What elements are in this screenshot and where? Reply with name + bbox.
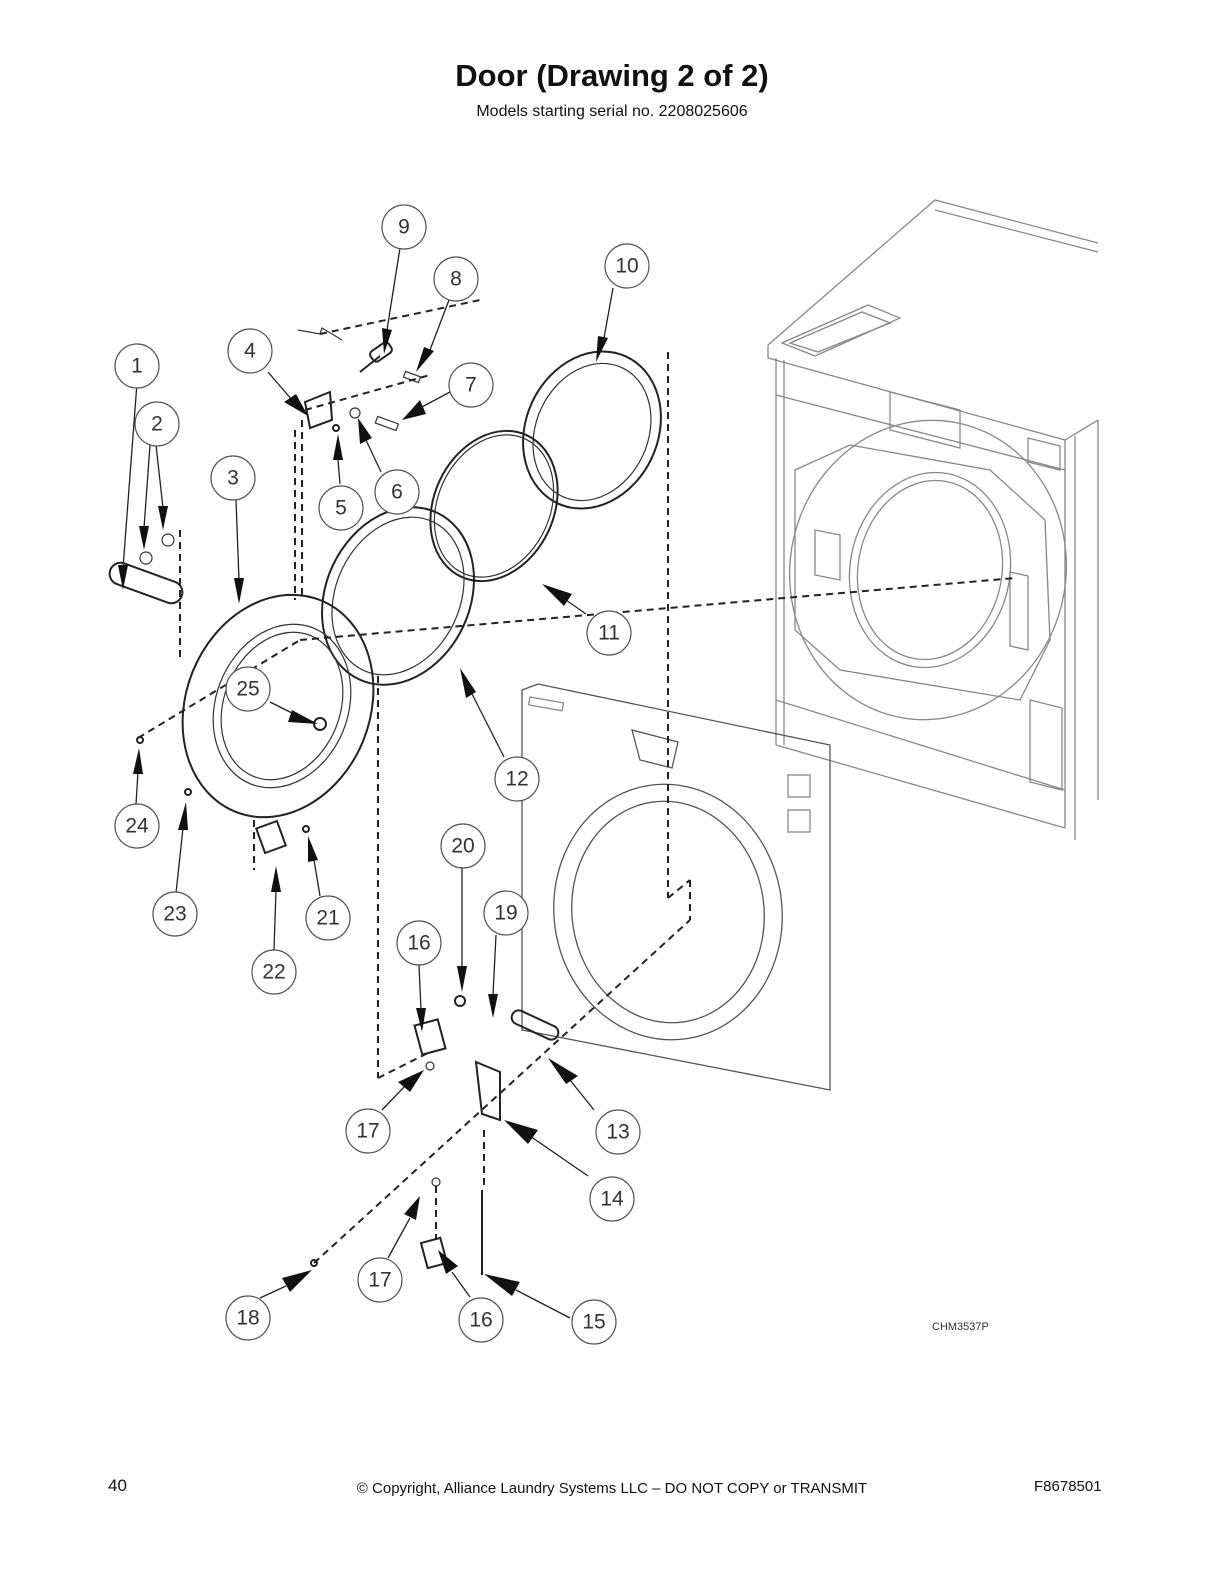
svg-text:5: 5 xyxy=(335,497,347,520)
drawing-id: CHM3537P xyxy=(932,1321,989,1333)
callout-22: 22 xyxy=(251,949,297,995)
svg-text:16: 16 xyxy=(469,1309,492,1332)
svg-text:10: 10 xyxy=(615,255,638,278)
callout-25: 25 xyxy=(225,666,271,712)
callout-14: 14 xyxy=(589,1176,635,1222)
svg-text:24: 24 xyxy=(125,815,149,838)
callout-16-lower: 16 xyxy=(458,1297,504,1343)
svg-text:2: 2 xyxy=(151,413,163,436)
callout-2: 2 xyxy=(134,401,180,447)
callout-19: 19 xyxy=(483,890,529,936)
callout-10: 10 xyxy=(604,243,650,289)
svg-text:4: 4 xyxy=(244,340,256,363)
callout-9: 9 xyxy=(381,204,427,250)
svg-text:1: 1 xyxy=(131,355,143,378)
svg-text:11: 11 xyxy=(598,622,620,645)
callout-4: 4 xyxy=(227,328,273,374)
callout-13: 13 xyxy=(595,1109,641,1155)
svg-text:3: 3 xyxy=(227,467,239,490)
callout-17-lower: 17 xyxy=(357,1257,403,1303)
svg-text:17: 17 xyxy=(368,1269,391,1292)
callout-5: 5 xyxy=(318,485,364,531)
small-parts xyxy=(108,327,560,1275)
svg-text:21: 21 xyxy=(316,907,339,930)
assembly-lines xyxy=(137,299,1016,1264)
svg-text:18: 18 xyxy=(236,1307,259,1330)
svg-text:22: 22 xyxy=(262,961,285,984)
callout-3: 3 xyxy=(210,455,256,501)
callouts: 1 2 3 4 5 6 7 8 9 10 11 12 13 14 15 16 1… xyxy=(114,204,650,1345)
document-number: F8678501 xyxy=(1034,1478,1102,1495)
svg-text:17: 17 xyxy=(356,1120,379,1143)
callout-11: 11 xyxy=(586,610,632,656)
page-number: 40 xyxy=(108,1476,127,1495)
callout-8: 8 xyxy=(433,256,479,302)
callout-20: 20 xyxy=(440,823,486,869)
copyright-notice: © Copyright, Alliance Laundry Systems LL… xyxy=(356,1480,868,1497)
callout-6: 6 xyxy=(374,469,420,515)
svg-text:25: 25 xyxy=(236,678,259,701)
svg-text:9: 9 xyxy=(398,216,410,239)
svg-text:6: 6 xyxy=(391,481,403,504)
svg-text:8: 8 xyxy=(450,268,462,291)
svg-text:13: 13 xyxy=(606,1121,629,1144)
callout-21: 21 xyxy=(305,895,351,941)
callout-leaders xyxy=(118,247,614,1319)
svg-text:7: 7 xyxy=(465,374,477,397)
svg-text:19: 19 xyxy=(494,902,517,925)
page-title: Door (Drawing 2 of 2) xyxy=(455,58,769,93)
svg-text:12: 12 xyxy=(505,768,528,791)
callout-24: 24 xyxy=(114,803,160,849)
svg-text:14: 14 xyxy=(600,1188,624,1211)
svg-text:23: 23 xyxy=(163,903,186,926)
washer-machine-illustration xyxy=(767,199,1099,840)
svg-text:15: 15 xyxy=(582,1311,605,1334)
front-panel xyxy=(521,683,831,1091)
callout-15: 15 xyxy=(571,1299,617,1345)
callout-18: 18 xyxy=(225,1295,271,1341)
callout-17-upper: 17 xyxy=(345,1108,391,1154)
callout-16-upper: 16 xyxy=(396,920,442,966)
svg-text:16: 16 xyxy=(407,932,430,955)
callout-7: 7 xyxy=(448,362,494,408)
callout-12: 12 xyxy=(494,756,540,802)
door-rings xyxy=(181,350,662,819)
callout-23: 23 xyxy=(152,891,198,937)
callout-1: 1 xyxy=(114,343,160,389)
page-subtitle: Models starting serial no. 2208025606 xyxy=(476,103,748,120)
svg-text:20: 20 xyxy=(451,835,474,858)
